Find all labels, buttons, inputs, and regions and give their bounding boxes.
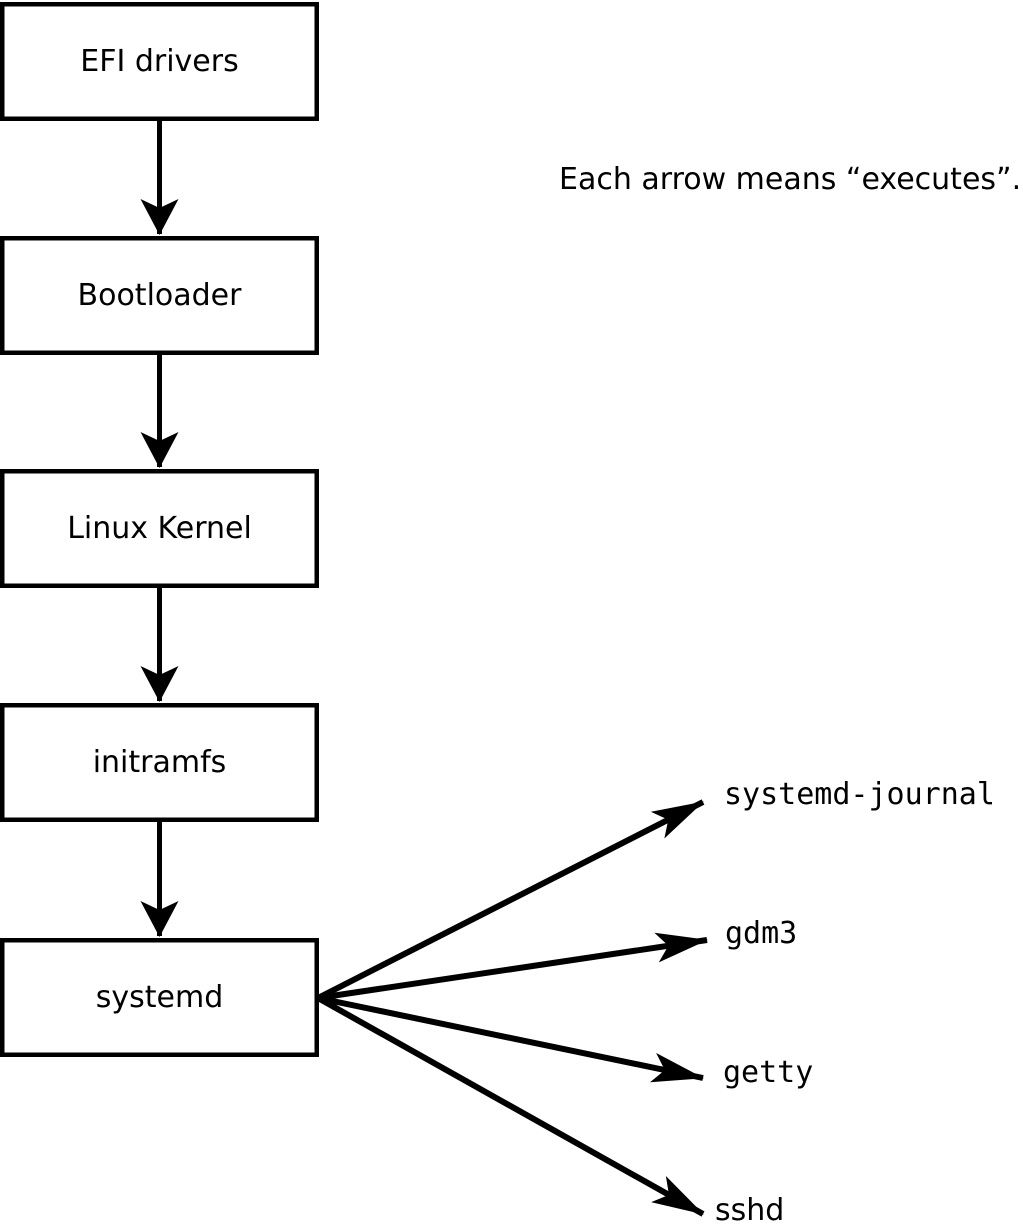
spawned-label-getty: getty	[723, 1055, 814, 1090]
chain-box-label-systemd: systemd	[95, 979, 224, 1015]
arrow-meaning-note: Each arrow means “executes”.	[559, 162, 1022, 197]
chain-box-systemd	[0, 938, 319, 1057]
spawned-label-sshd: sshd	[715, 1193, 785, 1228]
chain-box-label-bootloader: Bootloader	[77, 277, 242, 313]
chain-box-bootloader	[0, 236, 319, 355]
arrow-systemd-to-gdm3	[317, 932, 708, 1001]
chain-box-label-efi-drivers: EFI drivers	[80, 43, 239, 79]
arrow-systemd-to-systemd-journal	[316, 799, 705, 1001]
chain-box-initramfs	[0, 703, 319, 822]
arrow-systemd-to-getty	[317, 995, 704, 1083]
spawned-label-gdm3: gdm3	[725, 916, 798, 951]
arrow-systemd-to-sshd	[316, 995, 705, 1217]
spawned-label-systemd-journal: systemd-journal	[724, 777, 995, 812]
chain-box-label-linux-kernel: Linux Kernel	[67, 510, 252, 546]
chain-box-linux-kernel	[0, 469, 319, 588]
chain-box-efi-drivers	[0, 2, 319, 121]
chain-box-label-initramfs: initramfs	[92, 744, 227, 780]
